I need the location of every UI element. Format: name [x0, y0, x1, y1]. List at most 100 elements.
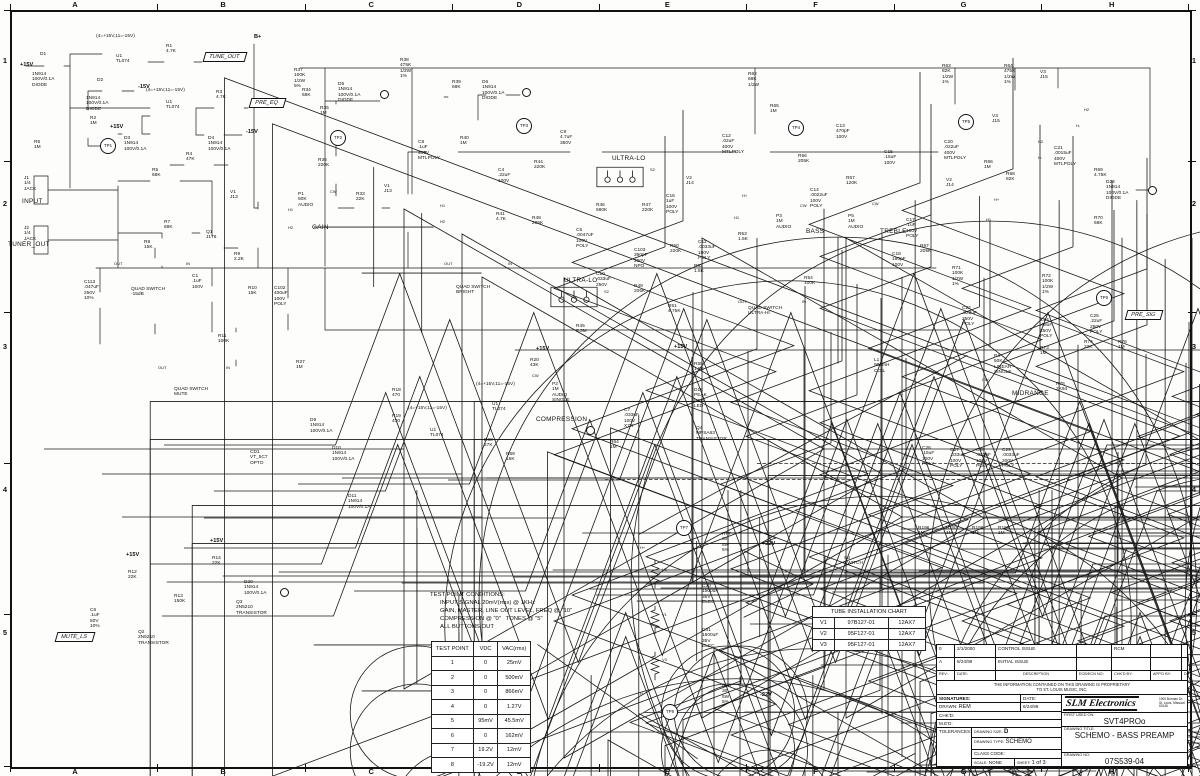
component-label: R50 220K: [670, 244, 682, 255]
component-label: D11 1N914 100V/0.1A: [348, 494, 371, 510]
hdr-date: DATE:: [955, 671, 996, 680]
component-label: R1 4.7K: [166, 44, 176, 55]
component-label: R3 4.7K: [216, 90, 226, 101]
drawing-title-block: DRAWING TITLE: SCHEMO - BASS PREAMP: [1062, 727, 1187, 753]
component-label: TREBLE: [880, 228, 907, 235]
component-label: R199 1M: [998, 526, 1010, 537]
drawing-meta: DRAWING SIZE: D DRAWING TYPE: SCHEMO CLA…: [972, 728, 1061, 767]
type-cell: DRAWING TYPE: SCHEMO: [974, 739, 1032, 745]
component-label: R62 68K 1/2W: [748, 72, 760, 88]
connector-pin: [380, 90, 389, 99]
component-label: R51 4.75K: [668, 304, 681, 315]
zone-tick: [304, 4, 306, 12]
component-label: H+: [742, 193, 748, 198]
test-point: TP6: [1096, 290, 1112, 306]
zone-col-bottom: A: [72, 767, 78, 776]
zone-col-top: G: [960, 0, 967, 9]
table-cell: 162mV: [497, 728, 531, 744]
zone-tick: [4, 463, 12, 465]
drawn-date: 6/24/99: [1023, 704, 1039, 709]
mfg-label: M.E'D:: [939, 721, 953, 726]
component-label: +15V: [674, 344, 688, 350]
component-label: R64 1M: [610, 440, 619, 451]
column-header: TEST POINT: [431, 641, 474, 657]
component-label: 1N914 100V/0.1A DIODE: [32, 72, 55, 88]
component-label: R38 475K 1/2W 1%: [400, 58, 412, 80]
component-label: R4 47K: [186, 152, 195, 163]
component-label: C30 1500uF 35V ELEC: [702, 584, 719, 606]
condition-line: GAIN, MASTER, LINE OUT LEVEL, FREQ @ "10…: [440, 607, 573, 614]
component-label: H2: [288, 225, 294, 230]
component-label: CD1 VT_5C7 OPTO: [250, 450, 268, 466]
component-label: +22V: [762, 541, 776, 547]
component-label: R73 1M: [1040, 346, 1049, 357]
component-label: R64 475K 1/2W 1%: [1004, 64, 1016, 86]
component-label: CW: [982, 377, 989, 382]
component-label: R34 68K: [302, 88, 311, 99]
zone-row-right: 4: [1191, 485, 1197, 494]
component-label: H2: [440, 219, 446, 224]
table-cell: 4: [431, 699, 474, 715]
zone-row-right: 2: [1191, 199, 1197, 208]
drawing-number-label: DRAWING NO:: [1064, 753, 1091, 757]
logo-row: SLM Electronics 1900 Borman Dr. St. Loui…: [1062, 695, 1187, 713]
zone-tick: [1188, 764, 1189, 772]
zone-tick: [893, 4, 895, 12]
rev-ecn: [1077, 658, 1112, 670]
rev-app-date: [1182, 658, 1187, 670]
component-label: U1 TL074: [116, 54, 130, 65]
test-point-conditions: TEST POINT CONDITIONS:INPUT SIGNAL 20mV(…: [430, 592, 572, 632]
component-label: C25 .22uF 250V POLY: [1090, 314, 1103, 336]
component-label: H1: [734, 215, 740, 220]
component-label: R47 220K: [642, 203, 654, 214]
component-label: R5 68K: [152, 168, 161, 179]
component-label: H2: [1038, 139, 1044, 144]
component-label: D10 1N914 100V/0.1A: [332, 446, 355, 462]
component-label: C24 .68uF 250V POLY: [1040, 318, 1053, 340]
test-point: TP4: [788, 120, 804, 136]
zone-row-right: 3: [1191, 342, 1197, 351]
column-header: VDC: [472, 641, 499, 657]
component-label: D24 1N914 100V/0.1A DIODE: [1106, 180, 1129, 202]
component-label: L1 902mH COIL: [874, 358, 890, 374]
table-cell: 1: [431, 655, 474, 671]
zone-tick: [304, 764, 306, 772]
component-label: (4=+15V,11=-15V): [96, 34, 135, 39]
component-label: R44 220K: [534, 160, 546, 171]
tube-chart-cell: 12AX7: [887, 617, 927, 629]
hdr-chk: CHK'D BY:: [1112, 671, 1151, 680]
component-label: R49 205K: [634, 284, 646, 295]
component-label: V2 J14: [946, 178, 954, 189]
component-label: R52 1.5K: [694, 264, 704, 275]
component-label: D18 PEAK RED LED: [694, 388, 707, 410]
component-label: C20 .022uF 400V MTLPOLY: [944, 140, 967, 162]
proprietary-note-row: THE INFORMATION CONTAINED ON THIS DRAWIN…: [937, 681, 1187, 695]
component-label: H+: [994, 197, 1000, 202]
table-cell: 0: [472, 699, 499, 715]
zone-col-top: F: [813, 0, 818, 9]
component-label: R37 100K 1/2W 5%: [294, 68, 306, 90]
chk-label: CHK'D:: [939, 713, 955, 718]
zone-tick: [451, 4, 453, 12]
right-column: SLM Electronics 1900 Borman Dr. St. Loui…: [1062, 695, 1187, 766]
zone-row-right: 1: [1191, 56, 1197, 65]
component-label: C113 .047uF 250V 10%: [84, 280, 99, 302]
tube-chart-title: TUBE INSTALLATION CHART: [812, 606, 926, 617]
zone-tick: [1040, 764, 1042, 772]
zone-tick: [599, 4, 600, 12]
component-label: V1: [662, 612, 667, 617]
component-label: ULTRA-LO: [612, 155, 646, 162]
component-label: R6 1M: [34, 140, 41, 151]
table-cell: 0: [472, 670, 499, 686]
condition-line: INPUT SIGNAL 20mV(rms) @ 1KHz: [440, 599, 536, 606]
table-cell: 500mV: [497, 670, 531, 686]
component-label: R67 205K: [920, 244, 932, 255]
zone-row-right: 5: [1191, 628, 1197, 637]
component-label: R76 1M: [1118, 340, 1127, 351]
component-label: ULTRA-LO: [564, 277, 598, 284]
